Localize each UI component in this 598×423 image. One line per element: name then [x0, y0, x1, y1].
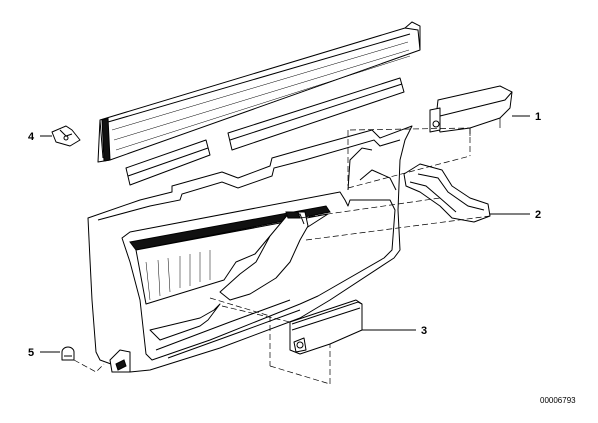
part-5-rivet	[61, 346, 75, 361]
callout-3: 3	[421, 325, 427, 337]
upper-trim-strip	[227, 77, 405, 151]
part-3-switch-panel	[289, 299, 363, 355]
part-2-pull-handle	[403, 163, 491, 223]
part-1-handle-cover	[429, 85, 513, 136]
door-panel	[87, 125, 413, 373]
callout-5: 5	[28, 347, 34, 359]
callout-leaders	[40, 115, 530, 353]
callout-4: 4	[28, 131, 35, 143]
callout-1: 1	[535, 111, 541, 123]
upper-trim-strip-short	[125, 139, 211, 186]
callout-2: 2	[535, 209, 541, 221]
assembly-lines	[73, 127, 491, 385]
window-sill-molding	[97, 21, 421, 163]
part-4-clip	[51, 125, 81, 147]
document-number: 00006793	[540, 396, 576, 405]
